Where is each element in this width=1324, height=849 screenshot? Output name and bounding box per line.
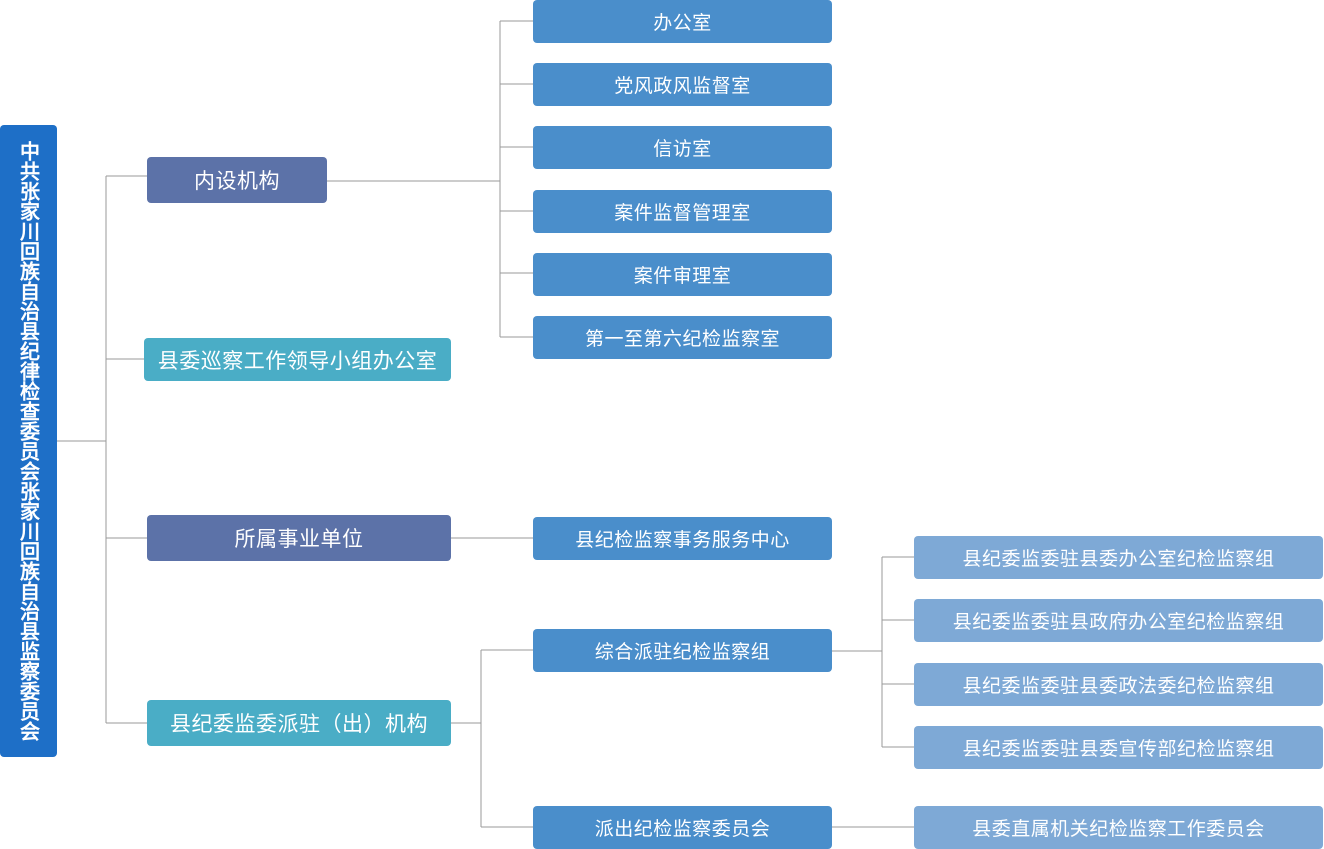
node-zhu-zhengfawei: 县纪委监委驻县委政法委纪检监察组 xyxy=(914,663,1323,706)
node-shiye-danwei: 所属事业单位 xyxy=(147,515,451,561)
node-xinfang: 信访室 xyxy=(533,126,832,169)
node-anjian-shenli: 案件审理室 xyxy=(533,253,832,296)
connector-zonghe xyxy=(832,556,914,748)
node-anjian-jiandu: 案件监督管理室 xyxy=(533,190,832,233)
node-xuncha-office: 县委巡察工作领导小组办公室 xyxy=(144,338,451,381)
node-paichu-weiyuanhui: 派出纪检监察委员会 xyxy=(533,806,832,849)
node-neishe-jigou: 内设机构 xyxy=(147,157,327,203)
node-dangfeng-jiandu: 党风政风监督室 xyxy=(533,63,832,106)
root-node: 中共张家川回族自治县纪律检查委员会张家川回族自治县监察委员会 xyxy=(0,125,57,757)
node-fuwu-zhongxin: 县纪检监察事务服务中心 xyxy=(533,517,832,560)
node-jijian-jiancha-shi: 第一至第六纪检监察室 xyxy=(533,316,832,359)
node-zhu-xianwei-bangongshi: 县纪委监委驻县委办公室纪检监察组 xyxy=(914,536,1323,579)
connector-root xyxy=(57,175,148,724)
connector-neishe xyxy=(327,20,533,338)
node-zonghe-paizhu: 综合派驻纪检监察组 xyxy=(533,629,832,672)
node-zhu-xuanchuanbu: 县纪委监委驻县委宣传部纪检监察组 xyxy=(914,726,1323,769)
node-zhu-zhengfu-bangongshi: 县纪委监委驻县政府办公室纪检监察组 xyxy=(914,599,1323,642)
node-zhishu-jiguan: 县委直属机关纪检监察工作委员会 xyxy=(914,806,1323,849)
connector-paizhu xyxy=(451,649,533,828)
node-bangongshi: 办公室 xyxy=(533,0,832,43)
node-paizhu-jigou: 县纪委监委派驻（出）机构 xyxy=(147,700,451,746)
